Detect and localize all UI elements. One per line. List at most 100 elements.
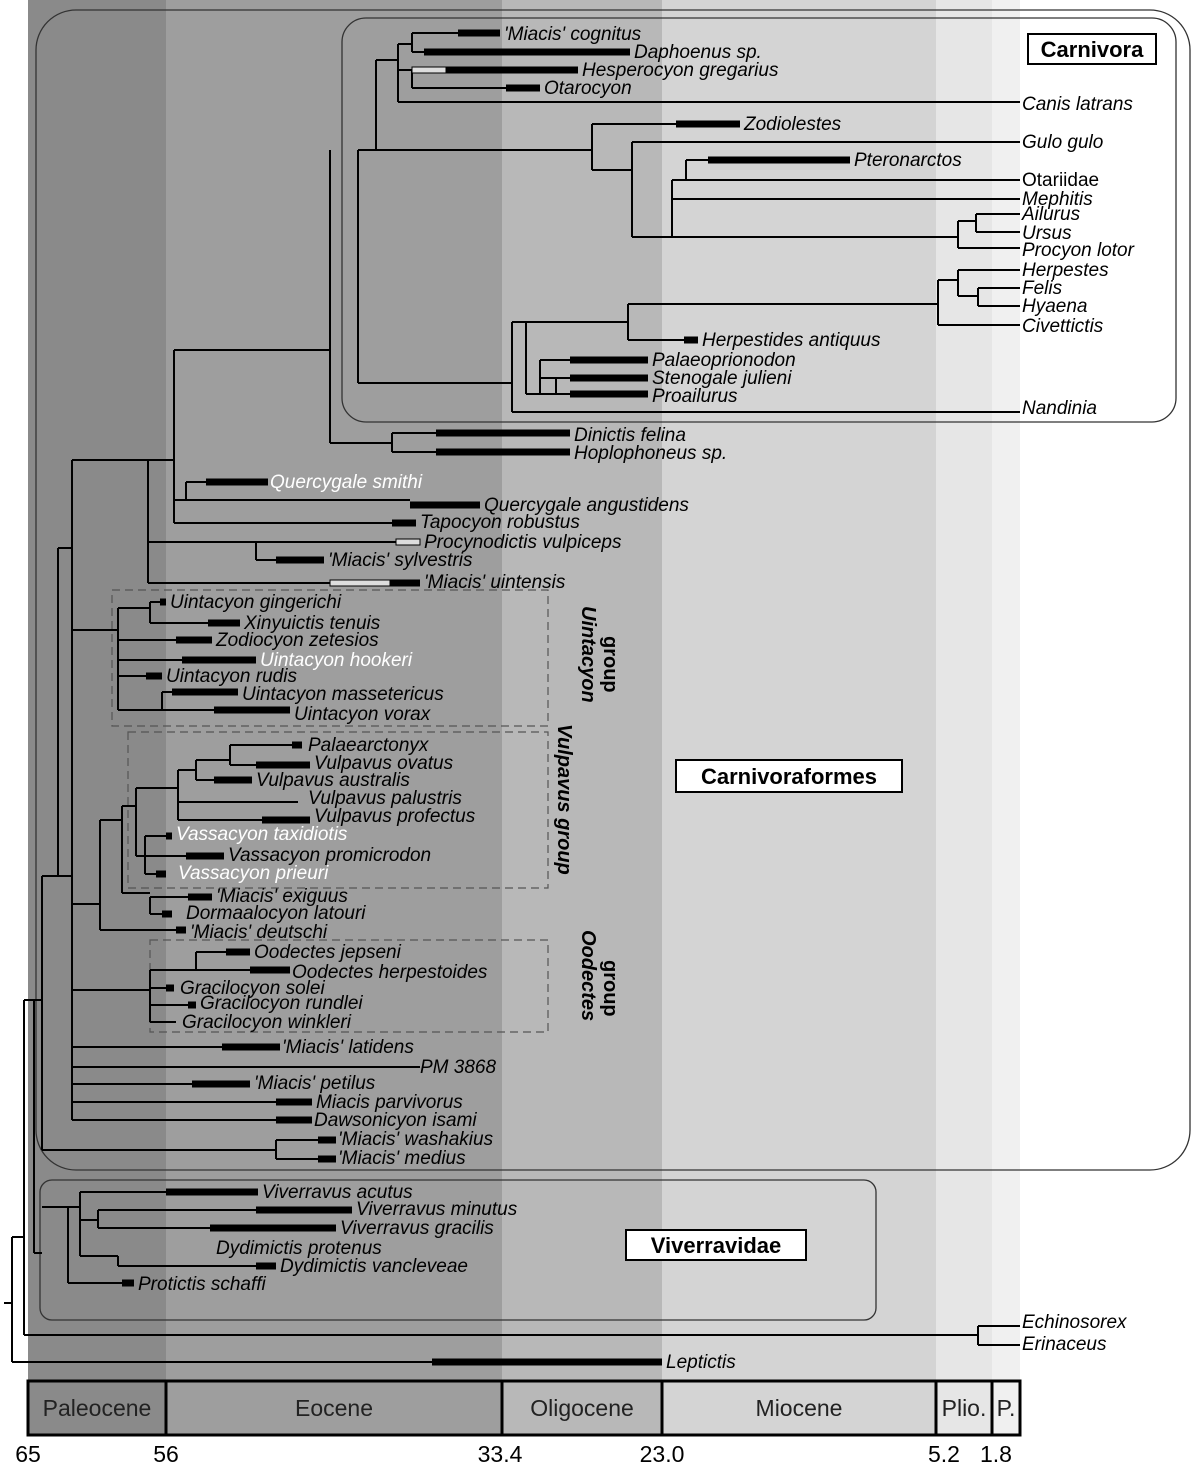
taxon-label: Hoplophoneus sp.	[574, 443, 727, 464]
taxon-label: Daphoenus sp.	[634, 42, 762, 63]
tree-branches	[4, 32, 1020, 1363]
taxon-label: Herpestes	[1022, 260, 1109, 281]
taxon-label: Felis	[1022, 278, 1063, 299]
taxon-label: Mephitis	[1022, 189, 1093, 210]
uintacyon-group-label: Uintacyon group	[577, 606, 621, 703]
taxon-label: Zodiocyon zetesios	[215, 630, 379, 651]
paleocene-band	[28, 0, 166, 1380]
taxon-label: Vulpavus profectus	[314, 806, 476, 827]
carnivoraformes-box	[35, 9, 1191, 1171]
taxon-label: Stenogale julieni	[652, 368, 792, 389]
carnivoraformes-label: Carnivoraformes	[701, 764, 877, 789]
timescale-bar: Paleocene Eocene Oligocene Miocene Plio.…	[26, 1379, 1022, 1437]
taxon-label: Otariidae	[1022, 170, 1099, 191]
oligocene-band	[502, 0, 662, 1380]
taxon-label: Gulo gulo	[1022, 132, 1103, 153]
range-bars	[122, 29, 850, 1366]
taxon-label: Hesperocyon gregarius	[582, 60, 779, 81]
taxon-label: Uintacyon gingerichi	[170, 592, 342, 613]
taxon-label: Viverravus minutus	[356, 1199, 518, 1220]
taxon-label: Nandinia	[1022, 398, 1097, 419]
taxon-label: 'Miacis' latidens	[282, 1037, 414, 1058]
taxon-label: Uintacyon massetericus	[242, 684, 444, 705]
ghost-range-bars	[329, 66, 447, 587]
epoch-label-oligocene: Oligocene	[530, 1395, 634, 1421]
taxon-label: Gracilocyon solei	[180, 978, 325, 999]
taxon-label: Canis latrans	[1022, 94, 1133, 115]
taxon-label: Viverravus acutus	[262, 1182, 413, 1203]
vulpavus-group-label: Vulpavus group	[553, 724, 575, 875]
vulpavus-group-text: Vulpavus group	[553, 724, 575, 875]
vulpavus-group-box	[127, 731, 549, 889]
viverravidae-label: Viverravidae	[651, 1233, 781, 1258]
taxon-label: 'Miacis' petilus	[254, 1073, 376, 1094]
age-label: 1.8	[980, 1441, 1012, 1467]
age-label: 33.4	[478, 1441, 523, 1467]
carnivora-label-box	[1027, 33, 1157, 65]
carnivoraformes-label-box	[675, 759, 903, 793]
taxon-label: Dydimictis protenus	[216, 1238, 382, 1259]
taxon-label: Gracilocyon winkleri	[182, 1012, 352, 1033]
taxon-label: 'Miacis' cognitus	[504, 24, 642, 45]
taxon-label: Pteronarctos	[854, 150, 962, 171]
taxon-label: Leptictis	[666, 1352, 736, 1373]
taxon-label: Zodiolestes	[743, 114, 842, 135]
taxon-label: Protictis schaffi	[138, 1274, 267, 1295]
taxon-label: Palaeoprionodon	[652, 350, 796, 371]
oodectes-group-word2: group	[599, 960, 621, 1017]
taxon-label: Proailurus	[652, 386, 738, 407]
taxon-label: Uintacyon rudis	[166, 666, 297, 687]
taxon-label: 'Miacis' uintensis	[424, 572, 566, 593]
taxon-label: 'Miacis' exiguus	[216, 886, 348, 907]
taxon-label: 'Miacis' medius	[338, 1148, 466, 1169]
taxon-label: Miacis parvivorus	[316, 1092, 463, 1113]
taxon-label: Uintacyon vorax	[294, 704, 432, 725]
oodectes-group-word1: Oodectes	[577, 930, 599, 1021]
oodectes-group-label: Oodectes group	[577, 930, 621, 1021]
taxon-label: Oodectes herpestoides	[292, 962, 488, 983]
taxon-label: Dinictis felina	[574, 425, 686, 446]
taxon-label: Gracilocyon rundlei	[200, 993, 363, 1014]
taxon-label: Quercygale angustidens	[484, 495, 689, 516]
taxon-label: Ailurus	[1021, 204, 1081, 225]
taxon-label: Palaearctonyx	[308, 735, 430, 756]
uintacyon-group-word1: Uintacyon	[577, 606, 599, 703]
taxon-label: PM 3868	[420, 1057, 496, 1078]
taxon-label: 'Miacis' washakius	[338, 1129, 494, 1150]
taxon-label: Vassacyon promicrodon	[228, 845, 431, 866]
taxon-label: Dormaalocyon latouri	[186, 903, 366, 924]
taxon-label: Procyon lotor	[1022, 240, 1135, 261]
age-label: 56	[153, 1441, 179, 1467]
taxon-label: Vulpavus australis	[256, 770, 410, 791]
taxon-label: Echinosorex	[1022, 1312, 1128, 1333]
epoch-label-miocene: Miocene	[756, 1395, 843, 1421]
taxon-label: Procynodictis vulpiceps	[424, 532, 622, 553]
taxon-label: Erinaceus	[1022, 1334, 1107, 1355]
taxon-label: Vassacyon taxidiotis	[176, 824, 348, 845]
taxon-label: Otarocyon	[544, 78, 632, 99]
oodectes-group-box	[149, 939, 549, 1033]
taxon-label: Uintacyon hookeri	[260, 650, 413, 671]
pleistocene-band	[992, 0, 1020, 1380]
epoch-label-pliocene: Plio.	[942, 1395, 987, 1421]
taxon-label: Ursus	[1022, 223, 1072, 244]
taxon-label: Herpestides antiquus	[702, 330, 881, 351]
taxon-label: Viverravus gracilis	[340, 1218, 494, 1239]
carnivora-label: Carnivora	[1041, 37, 1144, 62]
taxon-label: Civettictis	[1022, 316, 1104, 337]
taxon-label: Vulpavus palustris	[308, 788, 462, 809]
taxon-label: Oodectes jepseni	[254, 942, 402, 963]
taxon-label: Dawsonicyon isami	[314, 1110, 477, 1131]
epoch-label-pleistocene: P.	[997, 1395, 1016, 1421]
taxon-label: Vulpavus ovatus	[314, 753, 454, 774]
miocene-band	[662, 0, 936, 1380]
taxon-label: 'Miacis' sylvestris	[328, 550, 473, 571]
taxon-labels: 'Miacis' cognitus Daphoenus sp. Hesperoc…	[138, 24, 1135, 1373]
uintacyon-group-word2: group	[599, 636, 621, 693]
taxon-label: Dydimictis vancleveae	[280, 1256, 468, 1277]
epoch-label-eocene: Eocene	[295, 1395, 373, 1421]
taxon-label: Xinyuictis tenuis	[243, 613, 381, 634]
taxon-label: 'Miacis' deutschi	[190, 922, 328, 943]
taxon-label: Vassacyon prieuri	[178, 863, 329, 884]
